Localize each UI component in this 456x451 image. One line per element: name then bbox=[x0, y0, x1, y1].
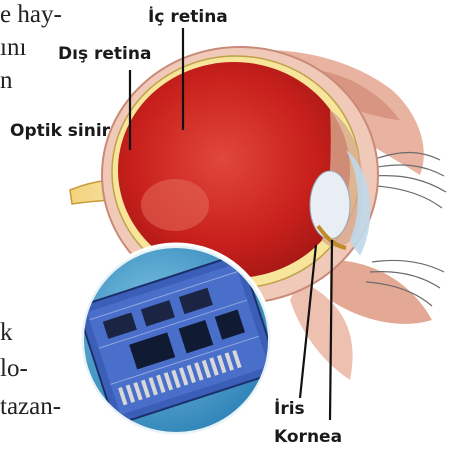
macula bbox=[141, 179, 209, 231]
label-optic-nerve: Optik sinir bbox=[10, 121, 110, 141]
label-cornea: Kornea bbox=[274, 427, 342, 447]
label-outer-retina: Dış retina bbox=[58, 44, 151, 64]
label-inner-retina: İç retina bbox=[148, 7, 228, 27]
label-iris: İris bbox=[274, 399, 305, 419]
